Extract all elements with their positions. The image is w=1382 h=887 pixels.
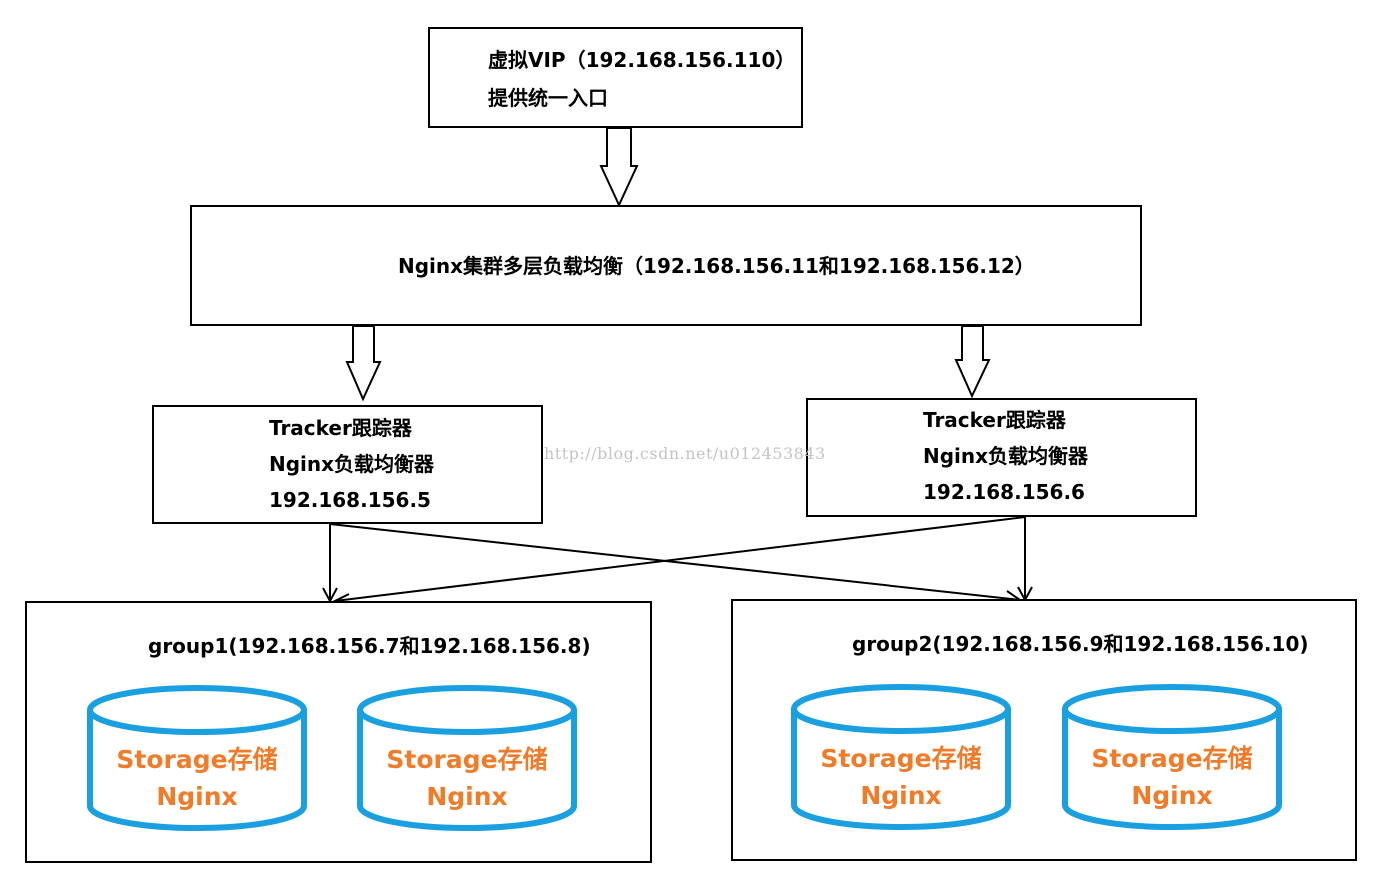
group2-title: group2(192.168.156.9和192.168.156.10) <box>852 632 1309 656</box>
arrow-tracker-left-to-group2 <box>329 523 1021 601</box>
tracker-right-line3: 192.168.156.6 <box>923 480 1085 504</box>
tracker-left-line3: 192.168.156.5 <box>269 488 431 512</box>
storage-cylinder-shape <box>87 685 307 831</box>
storage-cylinder: Storage存储 Nginx <box>790 683 1012 833</box>
nginx-cluster-label: Nginx集群多层负载均衡（192.168.156.11和192.168.156… <box>398 254 1035 278</box>
vip-box <box>428 27 803 128</box>
storage-label: Storage存储 <box>1091 744 1253 773</box>
storage-cylinder: Storage存储 Nginx <box>86 684 308 834</box>
hollow-arrow-vip-to-cluster <box>599 127 639 208</box>
storage-label: Storage存储 <box>116 745 278 774</box>
tracker-left-line1: Tracker跟踪器 <box>269 416 412 440</box>
tracker-left-line2: Nginx负载均衡器 <box>269 452 435 476</box>
storage-label: Storage存储 <box>386 745 548 774</box>
storage-label: Storage存储 <box>820 744 982 773</box>
storage-cylinder: Storage存储 Nginx <box>1061 683 1283 833</box>
storage-cylinder-shape <box>1062 684 1282 830</box>
hollow-arrow-cluster-to-tracker-left <box>345 325 382 402</box>
storage-nginx-label: Nginx <box>1131 781 1213 810</box>
tracker-right-line1: Tracker跟踪器 <box>923 408 1066 432</box>
storage-nginx-label: Nginx <box>860 781 942 810</box>
storage-nginx-label: Nginx <box>426 782 508 811</box>
storage-nginx-label: Nginx <box>156 782 238 811</box>
tracker-left-box <box>152 405 543 524</box>
nginx-cluster-box <box>190 205 1142 326</box>
vip-box-line2: 提供统一入口 <box>488 86 608 110</box>
arrow-tracker-right-to-group1 <box>334 516 1026 602</box>
storage-cylinder-shape <box>357 685 577 831</box>
hollow-arrow-cluster-to-tracker-right <box>954 325 991 399</box>
watermark: http://blog.csdn.net/u012453843 <box>544 444 826 463</box>
vip-box-line1: 虚拟VIP（192.168.156.110） <box>488 48 796 72</box>
tracker-right-line2: Nginx负载均衡器 <box>923 444 1089 468</box>
tracker-right-box <box>806 398 1197 517</box>
storage-cylinder: Storage存储 Nginx <box>356 684 578 834</box>
group1-title: group1(192.168.156.7和192.168.156.8) <box>148 634 591 658</box>
storage-cylinder-shape <box>791 684 1011 830</box>
